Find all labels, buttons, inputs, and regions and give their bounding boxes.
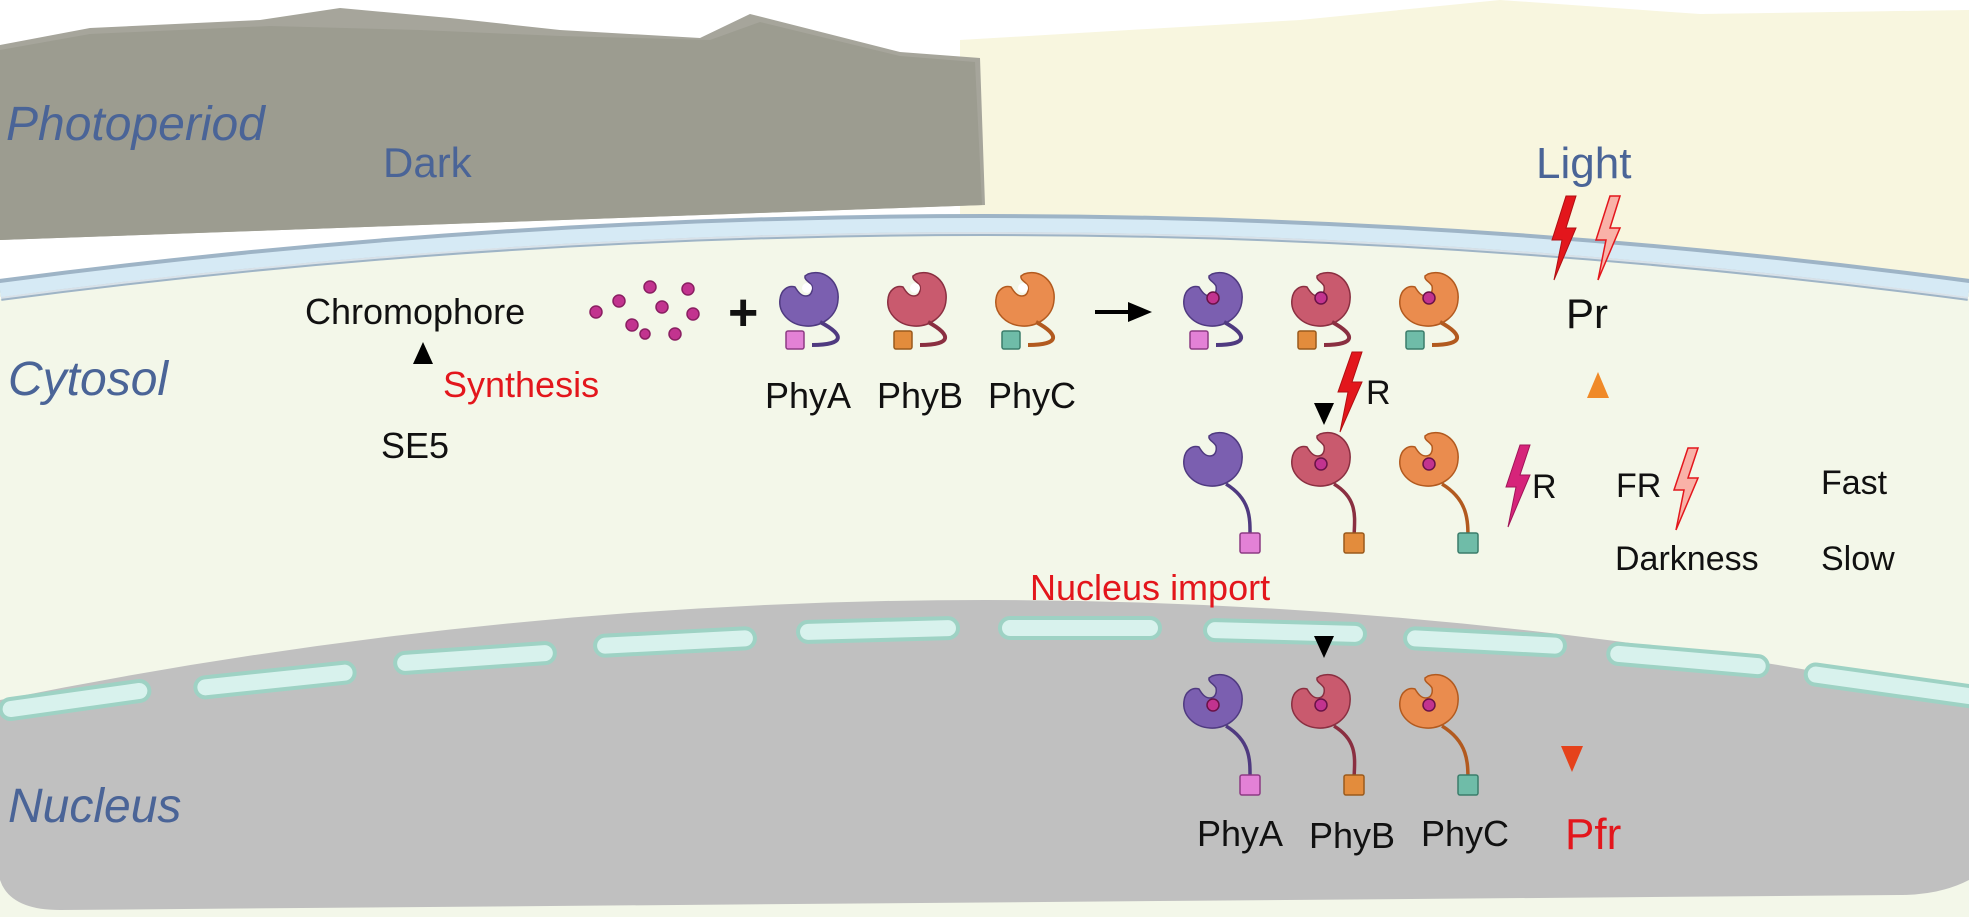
chromophore-label: Chromophore <box>305 291 525 332</box>
pr-label: Pr <box>1566 290 1608 337</box>
plasma-membrane <box>0 218 1969 297</box>
red-light-bolt-2 <box>1505 444 1531 528</box>
nuclear-phyC <box>1399 673 1479 796</box>
nuclear-phyB <box>1291 673 1365 796</box>
fast-label: Fast <box>1821 464 1888 502</box>
apo-phyB <box>887 271 948 350</box>
slow-label: Slow <box>1821 540 1895 578</box>
plus-sign: + <box>728 284 758 342</box>
pr-phyA <box>1183 271 1244 350</box>
dark-label: Dark <box>383 139 473 186</box>
light-bolt-red-top <box>1551 195 1577 281</box>
apo-phyA <box>779 271 840 350</box>
nuclear-protein-label-a: PhyA <box>1197 813 1283 854</box>
red-light-label-1: R <box>1366 374 1391 412</box>
nuclear-protein-label-b: PhyB <box>1309 815 1395 856</box>
chromophore-dots <box>589 280 700 341</box>
active-phyC-cytosol <box>1399 431 1479 554</box>
far-red-bolt <box>1672 447 1700 531</box>
light-bolt-farred-top <box>1594 195 1622 281</box>
pr-phyC <box>1399 271 1460 350</box>
nucleus-label: Nucleus <box>8 780 181 833</box>
nuclear-protein-label-c: PhyC <box>1421 813 1509 854</box>
cytosol-label: Cytosol <box>8 353 169 406</box>
pr-phyB <box>1291 271 1352 350</box>
synthesis-label: Synthesis <box>443 364 599 405</box>
se5-label: SE5 <box>381 425 449 466</box>
protein-label-b: PhyB <box>877 375 963 416</box>
active-phyA-cytosol <box>1183 431 1261 554</box>
light-label: Light <box>1536 139 1631 188</box>
nuclear-phyA <box>1183 673 1261 796</box>
nucleus-import-label: Nucleus import <box>1030 567 1270 608</box>
nucleus-region <box>0 600 1969 910</box>
apo-phyC <box>995 271 1056 350</box>
darkness-label: Darkness <box>1615 540 1759 578</box>
protein-label-a: PhyA <box>765 375 851 416</box>
red-light-label-2: R <box>1532 468 1557 506</box>
nuclear-envelope <box>0 616 1969 722</box>
pfr-label: Pfr <box>1565 810 1621 859</box>
photoperiod-label: Photoperiod <box>6 98 266 151</box>
red-light-bolt-1 <box>1337 351 1363 433</box>
active-phyB-cytosol <box>1291 431 1365 554</box>
protein-label-c: PhyC <box>988 375 1076 416</box>
far-red-label: FR <box>1616 467 1661 505</box>
